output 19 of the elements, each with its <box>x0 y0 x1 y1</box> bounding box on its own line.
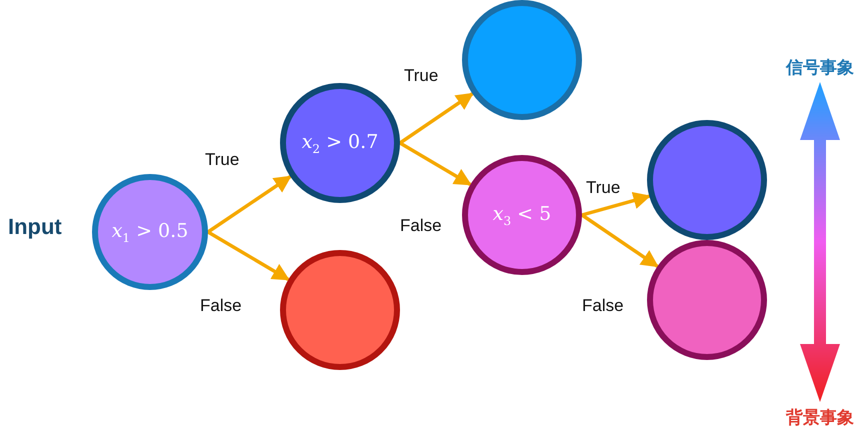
double-arrow <box>800 82 840 402</box>
condition-text: x$_{2}$ > 0.7 <box>302 130 378 156</box>
scale-label: 背景事象 <box>786 406 854 428</box>
input-label: Input <box>8 214 62 240</box>
arrow <box>399 92 474 144</box>
condition-text: x$_{1}$ > 0.5 <box>112 220 188 244</box>
edge-label: True <box>404 66 438 86</box>
edge-label: True <box>205 150 240 170</box>
arrow <box>582 192 651 217</box>
condition-text: x$_{3}$ < 5 <box>492 202 552 228</box>
scale-label: 信号事象 <box>786 56 854 78</box>
arrow <box>581 214 659 268</box>
edge-label: True <box>586 178 620 198</box>
arrow <box>207 230 290 281</box>
arrow <box>207 175 292 234</box>
edge-label: False <box>582 296 624 316</box>
edge-label: False <box>200 296 242 316</box>
edge-label: False <box>400 216 442 236</box>
arrow <box>399 142 472 186</box>
